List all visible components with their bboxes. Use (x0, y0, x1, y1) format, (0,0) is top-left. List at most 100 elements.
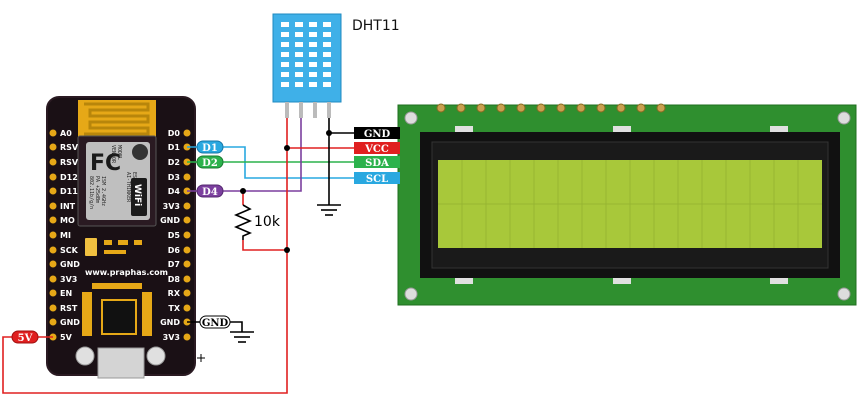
left-pin-label: GND (60, 318, 80, 327)
module-text-line: VENDOR (110, 145, 116, 164)
tag-d1: D1 (196, 140, 224, 154)
lcd-tag-gnd: GND (354, 127, 400, 140)
left-pin-column: A0 RSV RSV D12 D11 INT MO MI SCK GND 3V3… (49, 129, 80, 342)
left-pin-label: RSV (60, 158, 79, 167)
right-pin-label: D2 (168, 158, 180, 167)
pin-pad (183, 129, 191, 137)
right-pin-column: D0 D1 D2 D3 D4 3V3 GND D5 D6 D7 D8 RX TX… (160, 129, 191, 342)
right-pin-label: 3V3 (163, 333, 180, 342)
wifi-label: WiFi (132, 184, 142, 206)
dht11-sensor: DHT11 (272, 13, 400, 118)
junction-dot (240, 188, 246, 194)
left-pin-label: 3V3 (60, 275, 77, 284)
pin-pad (49, 260, 57, 268)
left-pin-label: SCK (60, 246, 79, 255)
pin-pad (183, 304, 191, 312)
right-pin-label: D7 (168, 260, 180, 269)
tag-5v: 5V (11, 330, 39, 344)
lcd-tag-vcc-label: VCC (364, 144, 389, 155)
tag-d4-label: D4 (202, 187, 218, 198)
pin-pad (49, 143, 57, 151)
left-pin-label: EN (60, 289, 72, 298)
cross-marker (197, 354, 205, 362)
tag-d4: D4 (196, 184, 224, 198)
pin-pad (49, 129, 57, 137)
pin-pad (49, 275, 57, 283)
right-pin-label: D3 (168, 173, 180, 182)
microcontroller-board: FC MODEL VENDOR ESP8266MOD AI-THINKER IS… (46, 96, 196, 379)
pin-pad (183, 202, 191, 210)
pin-pad (49, 173, 57, 181)
right-pin-label: D8 (168, 275, 181, 284)
lcd-tag-scl-label: SCL (366, 174, 388, 185)
module-text-line: ISM 2.4GHz (100, 176, 106, 206)
pin-pad (49, 289, 57, 297)
right-pin-label: GND (160, 318, 180, 327)
right-pin-label: GND (160, 216, 180, 225)
right-pin-label: D6 (168, 246, 181, 255)
wire-d4 (187, 118, 302, 192)
pin-pad (183, 231, 191, 239)
pin-pad (49, 216, 57, 224)
left-pin-label: RSV (60, 143, 79, 152)
pin-pad (49, 304, 57, 312)
pin-pad (49, 246, 57, 254)
lcd-tag-gnd-label: GND (364, 129, 391, 140)
lcd-tag-sda: SDA (354, 156, 400, 169)
right-pin-label: D5 (168, 231, 181, 240)
tag-d1-label: D1 (202, 143, 218, 154)
pin-pad (49, 202, 57, 210)
pin-pad (183, 260, 191, 268)
fc-logo: FC (90, 151, 121, 176)
left-pin-label: D11 (60, 187, 78, 196)
right-pin-label: D1 (168, 143, 181, 152)
pin-pad (183, 333, 191, 341)
junction-dot (284, 247, 290, 253)
right-pin-label: D4 (168, 187, 181, 196)
pin-pad (49, 187, 57, 195)
left-pin-label: A0 (60, 129, 72, 138)
lcd-tag-sda-label: SDA (365, 158, 389, 169)
tag-gnd-board: GND (199, 315, 231, 329)
pin-pad (183, 289, 191, 297)
module-text-line: MODEL (116, 145, 122, 160)
tag-d2-label: D2 (202, 158, 218, 169)
pin-pad (183, 173, 191, 181)
left-pin-label: 5V (60, 333, 73, 342)
module-text-line: AI-THINKER (125, 172, 131, 203)
resistor: 10k (233, 204, 281, 240)
pin-pad (49, 231, 57, 239)
pin-pad (183, 246, 191, 254)
module-text-line: PA +25dBm (94, 176, 100, 203)
resistor-value: 10k (254, 214, 281, 230)
left-pin-label: INT (60, 202, 76, 211)
tag-d2: D2 (196, 155, 224, 169)
right-pin-label: RX (168, 289, 181, 298)
sensor-name: DHT11 (352, 18, 400, 34)
pin-pad (183, 216, 191, 224)
junction-dot (326, 130, 332, 136)
pin-pad (49, 318, 57, 326)
left-pin-label: MI (60, 231, 71, 240)
module-text-line: 802.11b/g/n (88, 176, 94, 209)
wifi-logo: WiFi (131, 178, 147, 216)
website-label: www.praphas.com (85, 268, 168, 277)
pin-pad (183, 275, 191, 283)
left-pin-label: MO (60, 216, 75, 225)
lcd-tag-vcc: VCC (354, 142, 400, 155)
junction-dot (284, 145, 290, 151)
pin-pad (49, 158, 57, 166)
lcd-tag-scl: SCL (354, 172, 400, 185)
left-pin-label: GND (60, 260, 80, 269)
tag-gnd-board-label: GND (202, 318, 229, 329)
right-pin-label: D0 (168, 129, 181, 138)
left-pin-label: RST (60, 304, 78, 313)
junctions (240, 130, 332, 253)
tag-5v-label: 5V (18, 333, 33, 344)
right-pin-label: 3V3 (163, 202, 180, 211)
ground-symbol-board (230, 331, 254, 343)
lcd-display (397, 103, 857, 306)
left-pin-label: D12 (60, 173, 78, 182)
right-pin-label: TX (168, 304, 180, 313)
